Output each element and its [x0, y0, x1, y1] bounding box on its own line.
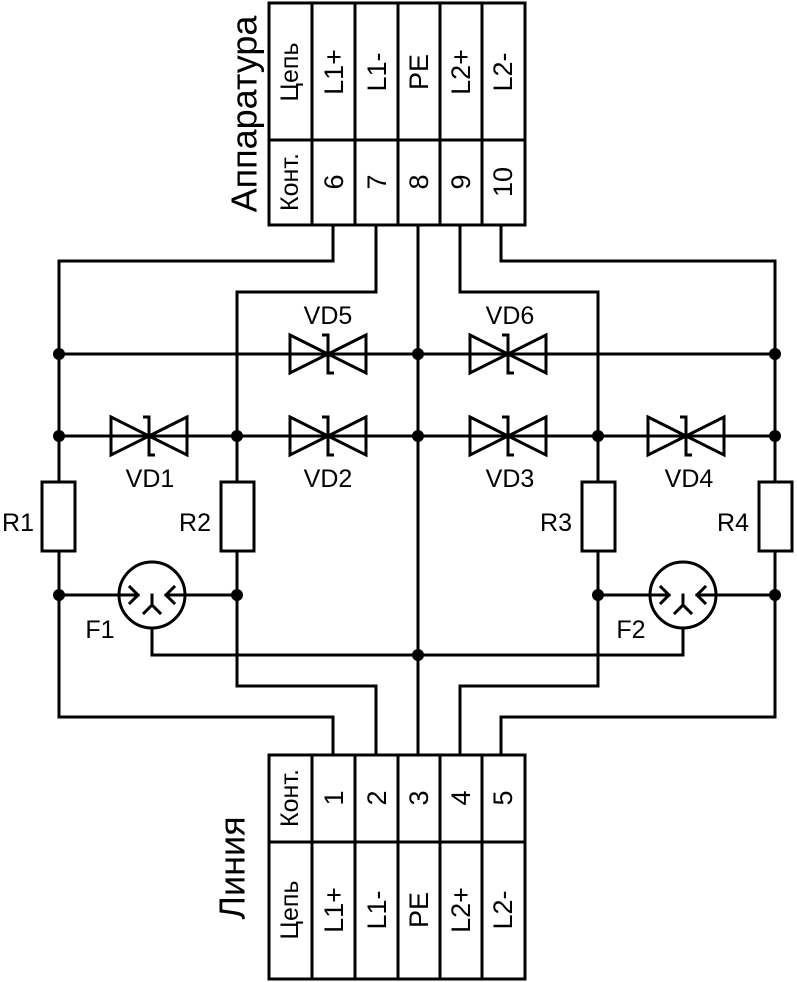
junction-dot — [412, 430, 424, 442]
junction-dots — [53, 348, 781, 661]
bottom-circuit-label: L2+ — [446, 887, 476, 933]
top-contact-number: 7 — [362, 174, 392, 189]
label-vd3: VD3 — [486, 465, 535, 493]
bottom-circuit-label: L2- — [488, 890, 518, 929]
wire-l2-minus — [499, 223, 777, 757]
gas-arresters — [117, 560, 718, 630]
bottom-circuit-header: Цепь — [276, 881, 304, 940]
junction-dot — [412, 348, 424, 360]
resistor-r3 — [580, 480, 617, 553]
top-circuit-header: Цепь — [276, 43, 304, 102]
junction-dot — [231, 430, 243, 442]
bottom-contact-number: 3 — [404, 790, 434, 805]
junction-dot — [592, 589, 604, 601]
junction-dot — [769, 348, 781, 360]
top-terminal-block: Аппаратура Цепь Конт. L1+ L1- PE L2+ L2-… — [224, 1, 527, 227]
top-contact-number: 6 — [319, 174, 349, 189]
bottom-contact-number: 4 — [446, 790, 476, 805]
top-circuit-label: L2+ — [446, 49, 476, 95]
label-vd1: VD1 — [126, 465, 175, 493]
top-circuit-label: L2- — [488, 52, 518, 91]
bottom-circuit-label: L1- — [362, 890, 392, 929]
bottom-block-title: Линия — [212, 816, 253, 919]
top-circuit-label: PE — [404, 54, 434, 90]
top-contact-number: 10 — [488, 167, 518, 197]
bottom-contact-number: 2 — [362, 790, 392, 805]
diode-vd6 — [468, 332, 548, 376]
junction-dot — [53, 589, 65, 601]
label-vd6: VD6 — [486, 302, 535, 330]
resistor-r2 — [219, 480, 256, 553]
diode-vd3 — [468, 414, 548, 458]
top-contact-number: 9 — [446, 174, 476, 189]
bottom-circuit-label: L1+ — [319, 887, 349, 933]
bottom-contact-header: Конт. — [276, 769, 304, 827]
junction-dot — [53, 430, 65, 442]
component-labels: VD5 VD6 VD1 VD2 VD3 VD4 R1 R2 R3 R4 F1 F… — [2, 302, 749, 644]
resistors — [40, 480, 794, 553]
top-circuit-label: L1- — [362, 52, 392, 91]
arrester-f2 — [648, 560, 718, 630]
label-r2: R2 — [179, 509, 211, 537]
label-vd5: VD5 — [304, 302, 353, 330]
label-f2: F2 — [616, 616, 645, 644]
junction-dot — [592, 430, 604, 442]
junction-dot — [231, 589, 243, 601]
label-r4: R4 — [717, 509, 749, 537]
label-r3: R3 — [540, 509, 572, 537]
junction-dot — [769, 589, 781, 601]
diode-vd5 — [288, 332, 368, 376]
junction-dot — [412, 649, 424, 661]
top-contact-number: 8 — [404, 174, 434, 189]
bottom-contact-number: 1 — [319, 790, 349, 805]
bottom-terminal-block: Линия Конт. Цепь 1 2 3 4 5 L1+ L1- PE L2… — [212, 753, 527, 981]
bottom-circuit-label: PE — [404, 892, 434, 928]
label-vd2: VD2 — [304, 465, 353, 493]
diode-vd4 — [646, 414, 726, 458]
bottom-contact-number: 5 — [488, 790, 518, 805]
tvs-diodes — [109, 332, 726, 458]
wire-l1-plus — [57, 223, 335, 757]
top-circuit-label: L1+ — [319, 49, 349, 95]
top-contact-header: Конт. — [276, 153, 304, 211]
label-vd4: VD4 — [665, 465, 714, 493]
junction-dot — [53, 348, 65, 360]
resistor-r1 — [40, 480, 77, 553]
junction-dot — [769, 430, 781, 442]
label-f1: F1 — [85, 616, 114, 644]
diode-vd1 — [109, 414, 189, 458]
label-r1: R1 — [2, 509, 34, 537]
top-block-title: Аппаратура — [224, 15, 265, 213]
diode-vd2 — [288, 414, 368, 458]
arrester-f1 — [117, 560, 187, 630]
resistor-r4 — [757, 480, 794, 553]
